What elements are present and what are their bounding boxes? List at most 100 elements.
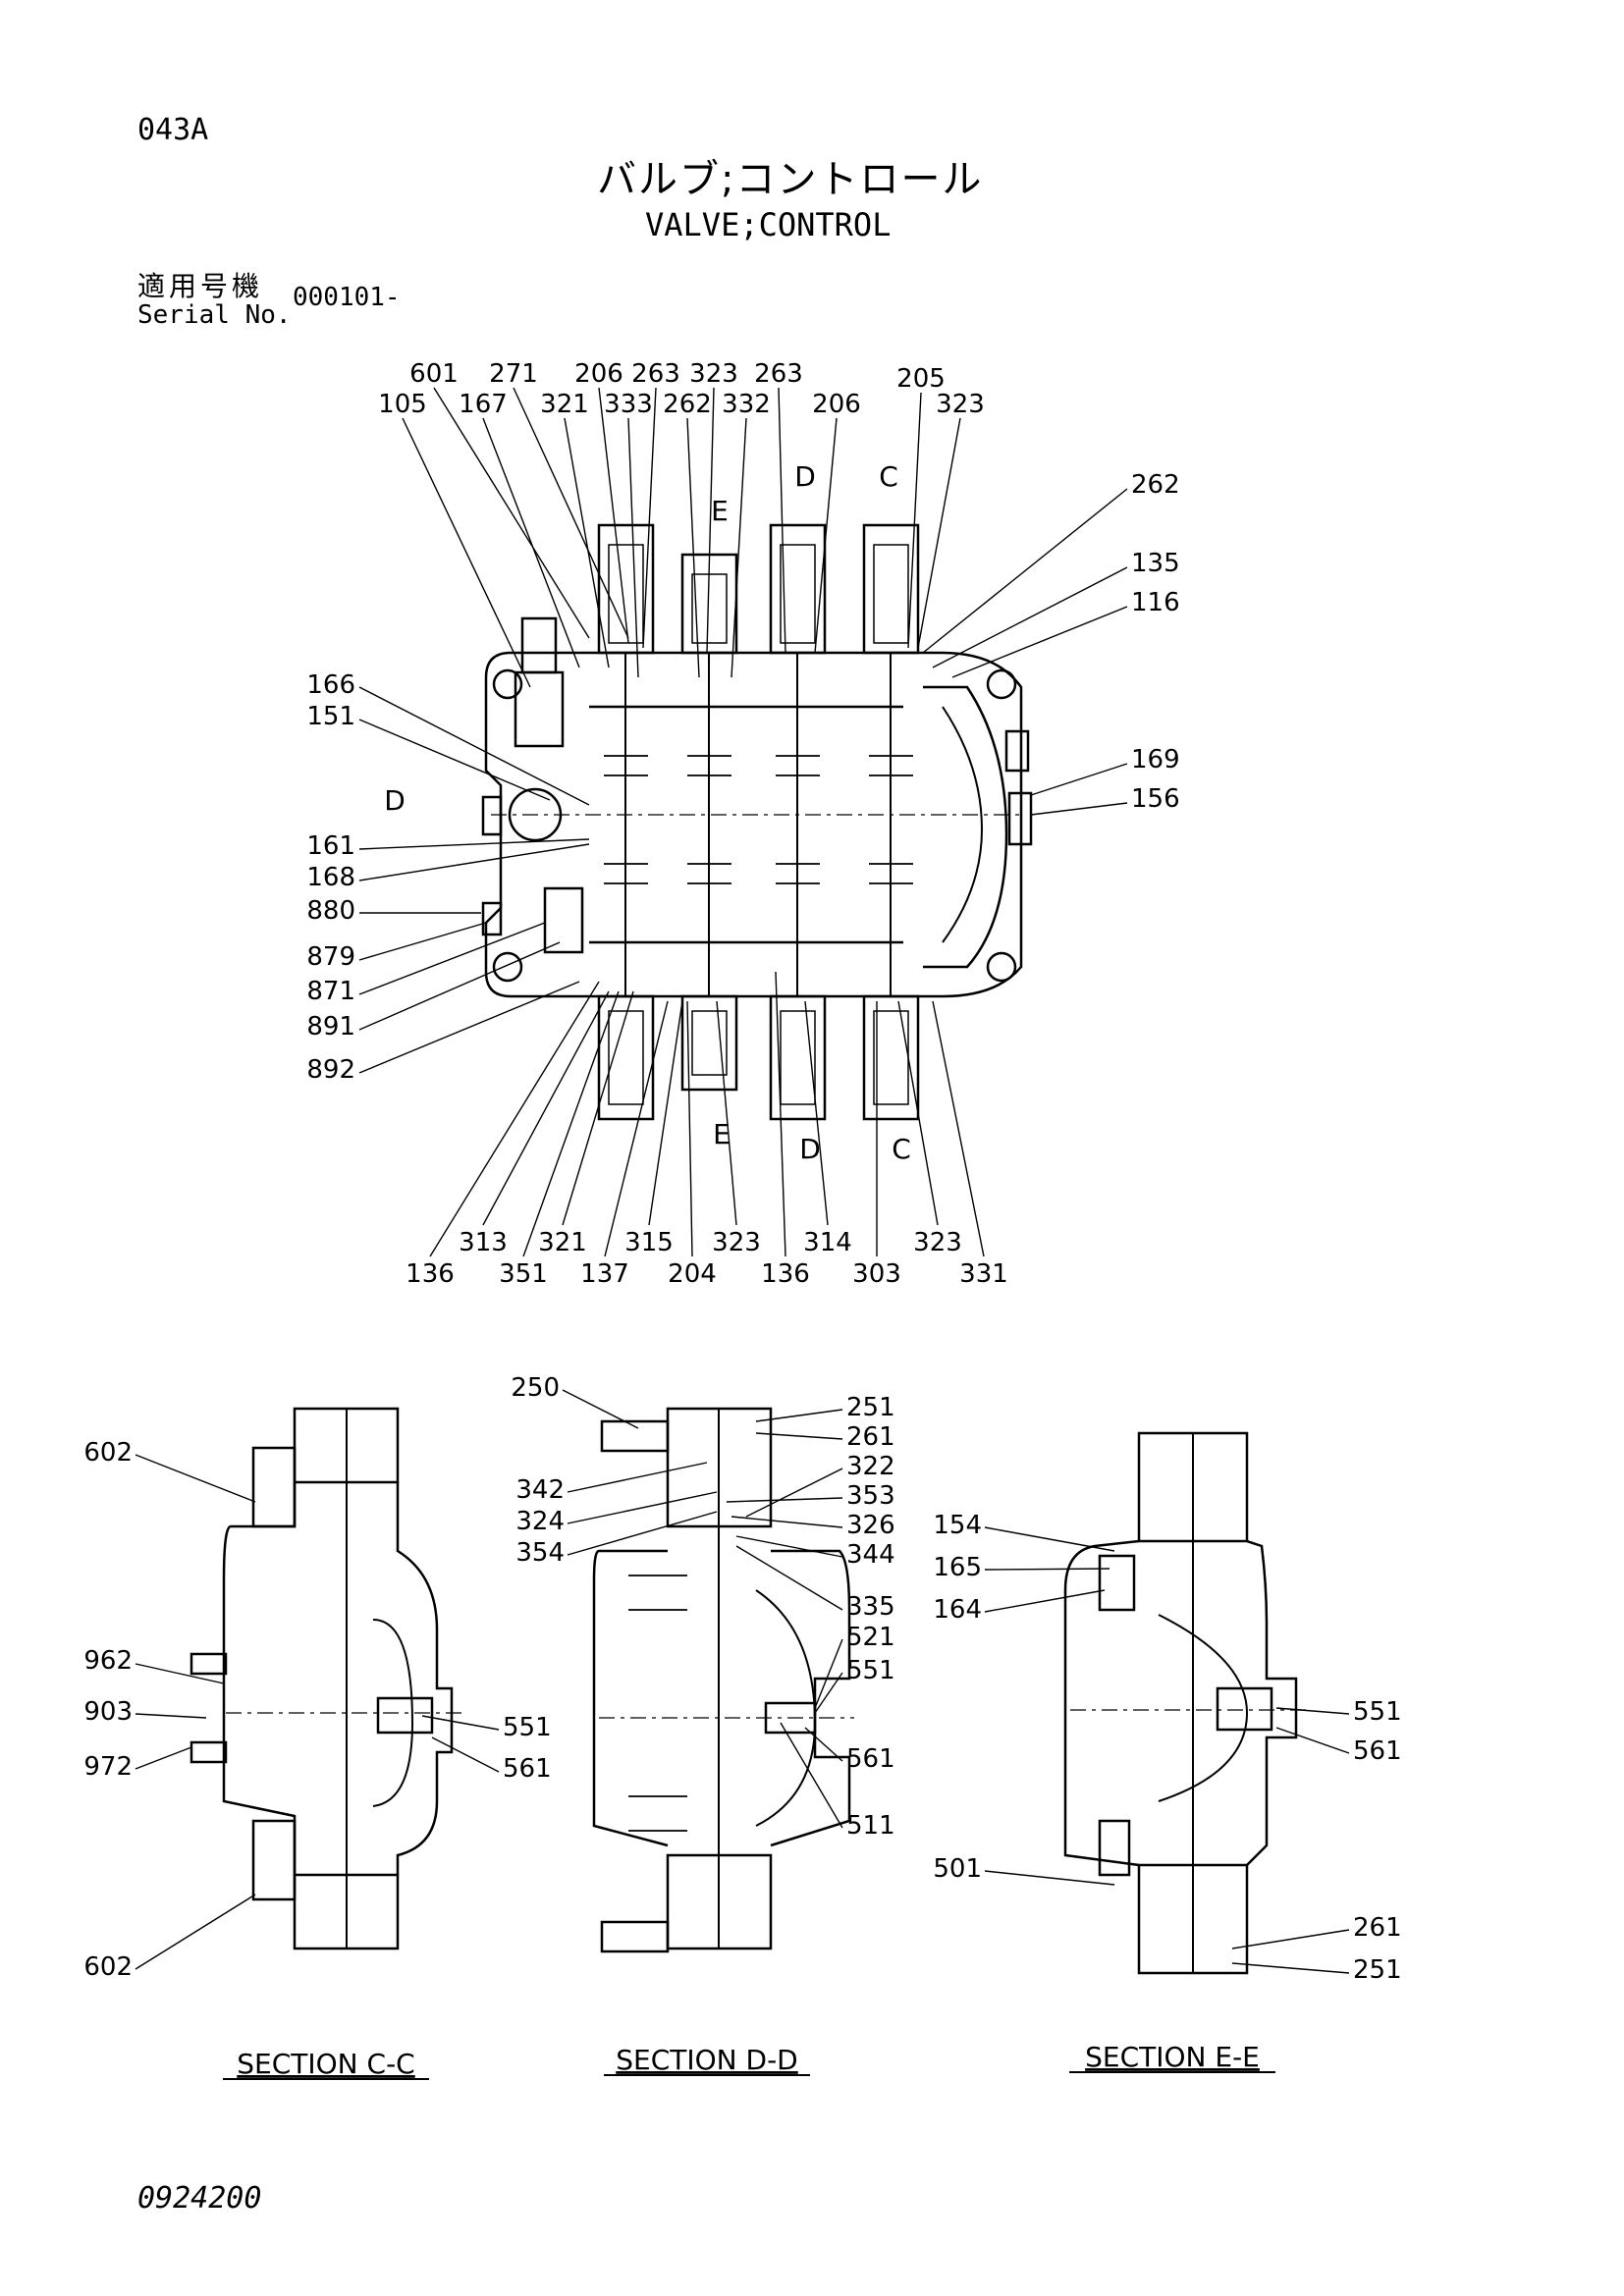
leader-line [755,1432,843,1440]
callout-551: 551 [503,1713,552,1742]
leader-line [627,417,639,678]
leader-line [358,922,487,961]
callout-332: 332 [722,390,771,419]
leader-line [1231,1929,1350,1949]
callout-204: 204 [668,1259,717,1289]
callout-167: 167 [459,390,508,419]
leader-line [433,387,590,639]
callout-137: 137 [580,1259,629,1289]
callout-354: 354 [515,1538,565,1568]
leader-line [135,1746,192,1770]
leader-line [421,1715,500,1731]
leader-line [984,1589,1106,1613]
callout-262: 262 [663,390,712,419]
callout-331: 331 [959,1259,1008,1289]
callout-315: 315 [624,1228,674,1257]
callout-892: 892 [306,1055,355,1085]
leader-line [814,1672,843,1714]
leader-line [358,941,561,1031]
callout-521: 521 [846,1623,895,1652]
leader-line [522,990,620,1257]
callout-972: 972 [83,1752,133,1782]
callout-323: 323 [936,390,985,419]
section-mark-C: C [892,1133,911,1165]
section-d-d-drawing [592,1407,854,1953]
leader-line [358,981,580,1074]
callout-323: 323 [913,1228,962,1257]
callout-326: 326 [846,1511,895,1540]
leader-line [716,1000,737,1226]
callout-166: 166 [306,670,355,700]
callout-169: 169 [1131,745,1180,774]
leader-line [482,990,610,1226]
leader-line [686,417,700,678]
leader-line [567,1511,718,1556]
callout-322: 322 [846,1452,895,1481]
callout-314: 314 [803,1228,852,1257]
leader-line [358,922,546,995]
callout-154: 154 [933,1511,982,1540]
leader-line [984,1568,1110,1571]
callout-903: 903 [83,1697,133,1727]
leader-line [735,1535,843,1558]
leader-line [567,1462,708,1493]
callout-206: 206 [574,359,623,389]
main-valve-body [481,523,1033,1121]
callout-251: 251 [846,1393,895,1422]
leader-line [984,1870,1115,1886]
leader-line [135,1713,207,1719]
leader-line [135,1894,256,1970]
leader-line [1030,763,1128,796]
leader-line [814,1638,843,1709]
section-c-c-drawing [189,1407,461,1950]
callout-353: 353 [846,1481,895,1511]
callout-151: 151 [306,702,355,731]
leader-line [402,417,531,688]
title-english: VALVE;CONTROL [645,206,892,243]
leader-line [431,1736,500,1773]
leader-line [358,686,590,806]
leader-line [731,417,747,678]
callout-324: 324 [515,1507,565,1536]
section-title: SECTION D-D [616,2044,798,2076]
leader-line [1275,1727,1350,1754]
callout-263: 263 [631,359,680,389]
leader-line [567,1491,718,1524]
callout-511: 511 [846,1811,895,1841]
callout-156: 156 [1131,784,1180,814]
leader-line [358,843,590,881]
leader-line [907,392,922,649]
serial-label-japanese: 適用号機 [137,270,264,302]
leader-line [513,387,629,639]
callout-962: 962 [83,1646,133,1676]
leader-line [804,1000,829,1226]
leader-line [706,387,715,654]
leader-line [780,1722,843,1829]
leader-line [984,1526,1115,1552]
leader-line [932,566,1128,668]
leader-line [598,387,629,644]
leader-line [135,1454,256,1503]
leader-line [922,488,1128,654]
callout-335: 335 [846,1592,895,1622]
section-mark-D: D [799,1133,821,1165]
section-title: SECTION C-C [237,2048,414,2080]
callout-891: 891 [306,1012,355,1041]
leader-line [562,990,634,1226]
callout-321: 321 [538,1228,587,1257]
section-mark-E: E [711,495,729,527]
leader-line [932,1000,985,1257]
callout-501: 501 [933,1854,982,1884]
leader-line [804,1727,843,1762]
section-e-e-drawing [1063,1431,1306,1975]
leader-line [755,1409,843,1422]
callout-601: 601 [409,359,459,389]
callout-602: 602 [83,1438,133,1468]
callout-871: 871 [306,977,355,1006]
leader-line [358,838,590,850]
callout-313: 313 [459,1228,508,1257]
callout-551: 551 [846,1656,895,1685]
callout-271: 271 [489,359,538,389]
callout-303: 303 [852,1259,901,1289]
